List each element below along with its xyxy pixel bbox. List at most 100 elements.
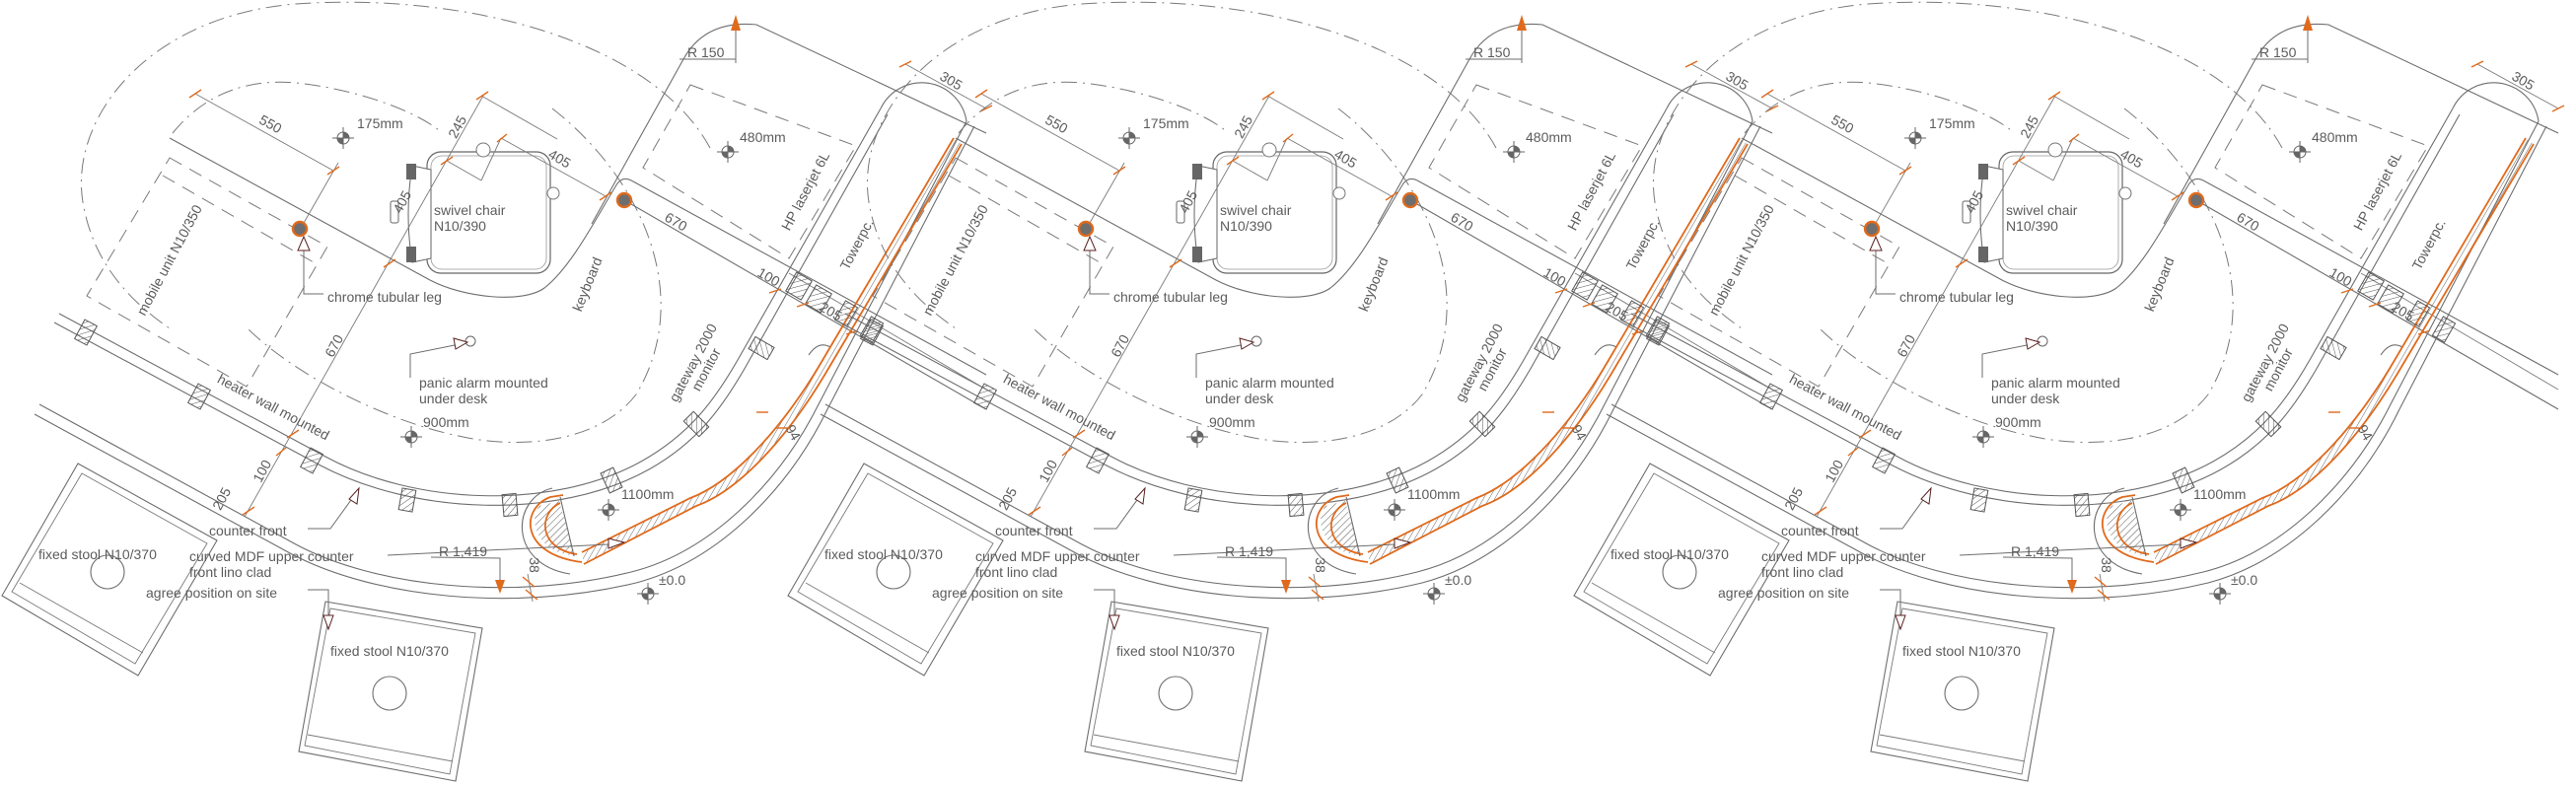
- swivel-chair: [390, 142, 560, 274]
- fixed-stool: [787, 463, 1004, 677]
- mdf-counter-u: [2101, 494, 2155, 563]
- leader-line: [1875, 250, 1896, 295]
- level-marker-icon: [399, 425, 423, 449]
- leader-line: [1880, 589, 1901, 615]
- dimension-100: 100: [1822, 457, 1846, 484]
- leader-line: [1466, 30, 1523, 63]
- chrome-leg-marker: [1077, 220, 1095, 238]
- leader-arrow-icon: [2025, 337, 2041, 350]
- desk-edge-line: [623, 199, 987, 410]
- panic-alarm-label: under desk: [1991, 391, 2060, 406]
- extension-line: [303, 162, 339, 224]
- workstation-plan-unit: 550 175mm 245 405 405 swivel chair N10/3…: [787, 1, 1779, 782]
- leader-line: [1094, 492, 1143, 530]
- towerpc-label: Towerpc.: [2408, 216, 2448, 272]
- leader-line: [1195, 343, 1247, 378]
- counter-end-cap: [2452, 82, 2540, 122]
- leader-line: [1880, 492, 1929, 530]
- leader-line: [1089, 250, 1109, 295]
- mobile-unit-outline: [1658, 157, 1900, 388]
- chrome-leg-marker: [1401, 191, 1419, 209]
- dimension-550: 550: [1042, 111, 1070, 136]
- counter-front: [34, 125, 975, 600]
- mdf-counter-edge: [581, 137, 955, 553]
- counter-u-outline: [2094, 487, 2143, 575]
- dimension-1100mm: 1100mm: [2193, 486, 2246, 502]
- extension-line: [2052, 95, 2130, 140]
- extension-line: [2018, 160, 2054, 181]
- leader-arrow-icon: [1895, 614, 1906, 631]
- dimension-100: 100: [2326, 264, 2354, 290]
- dimension-900mm: 900mm: [1209, 414, 1255, 430]
- clearance-zone-outer: [1653, 1, 2283, 331]
- mdf-counter-u: [2115, 502, 2150, 555]
- printer-counter-outline: [2163, 23, 2559, 225]
- leader-line: [430, 556, 501, 582]
- mdf-counter-u-hatch: [535, 501, 575, 555]
- swivel-chair-label: swivel chair: [434, 202, 506, 218]
- clearance-zone-outer: [81, 1, 711, 331]
- dimension-480mm: 480mm: [2312, 129, 2358, 145]
- swivel-chair-code: N10/390: [434, 218, 486, 234]
- fixed-stool: [1870, 601, 2055, 782]
- counter-front: [1606, 125, 2547, 600]
- counter-front-label: counter front: [995, 523, 1073, 538]
- radius-1419: R 1,419: [439, 543, 487, 559]
- panic-alarm-label: under desk: [1205, 391, 1274, 406]
- dimension-line-305: [904, 63, 987, 109]
- leader-arrow-icon: [348, 486, 360, 505]
- leader-arrow-icon: [1083, 235, 1097, 251]
- mobile-unit-label: mobile unit N10/350: [1705, 202, 1777, 319]
- radius-arrow-icon: [2067, 580, 2077, 594]
- extension-line: [1875, 162, 1911, 224]
- dimension-line-670: [1816, 95, 2056, 518]
- panic-alarm-label: panic alarm mounted: [1991, 375, 2120, 391]
- dimension-94: 94: [783, 422, 805, 444]
- extension-line: [446, 160, 482, 181]
- dimension-175mm: 175mm: [1929, 115, 1975, 131]
- dimension-550: 550: [1828, 111, 1856, 136]
- leader-line: [409, 343, 461, 378]
- dimension-175mm: 175mm: [1143, 115, 1189, 131]
- swivel-chair-label: swivel chair: [1220, 202, 1292, 218]
- extension-line: [480, 137, 502, 181]
- leader-arrow-icon: [1134, 486, 1146, 505]
- mdf-counter-u-hatch: [2107, 501, 2147, 555]
- clearance-zone-900: [1032, 107, 1448, 443]
- extension-line: [1266, 137, 1288, 181]
- fixed-stool: [298, 601, 483, 782]
- leader-arrow-icon: [1394, 537, 1412, 549]
- dimension-line-38: [527, 573, 534, 603]
- dimension-94: 94: [2355, 422, 2377, 444]
- agree-position-label: agree position on site: [932, 585, 1063, 601]
- swivel-chair-code: N10/390: [2006, 218, 2058, 234]
- extension-line: [480, 95, 558, 140]
- level-marker-icon: [1422, 582, 1446, 606]
- leader-arrow-icon: [1109, 614, 1120, 631]
- printer-outline: [2214, 84, 2429, 259]
- curved-mdf-label: front lino clad: [975, 564, 1057, 580]
- counter-end-cap: [1666, 82, 1753, 122]
- chrome-leg-marker: [1863, 220, 1881, 238]
- dimension-670: 670: [1108, 331, 1132, 359]
- radius-arrow-icon: [731, 15, 741, 31]
- extension-line: [2052, 137, 2074, 181]
- fixed-stool-label: fixed stool N10/370: [1902, 643, 2021, 659]
- fixed-stool: [1, 463, 218, 677]
- printer-counter-outline: [1377, 23, 1773, 225]
- clearance-zone-900: [1818, 107, 2234, 443]
- hp-laserjet-label: HP laserjet 6L: [1564, 149, 1618, 233]
- dimension-480mm: 480mm: [1526, 129, 1572, 145]
- dimension-94: 94: [1569, 422, 1591, 444]
- dimension-100: 100: [250, 457, 274, 484]
- mdf-counter-u-hatch: [1321, 501, 1361, 555]
- dimension-line-405: [1286, 137, 1393, 197]
- radius-arrow-icon: [2303, 15, 2313, 31]
- workstation-plan-unit: 550 175mm 245 405 405 swivel chair N10/3…: [1573, 1, 2565, 782]
- mdf-counter-edge: [583, 143, 963, 565]
- panic-alarm-icon: [2037, 335, 2048, 347]
- dimension-305: 305: [1723, 68, 1751, 94]
- counter-front: [38, 120, 967, 589]
- swivel-chair-code: N10/390: [1220, 218, 1272, 234]
